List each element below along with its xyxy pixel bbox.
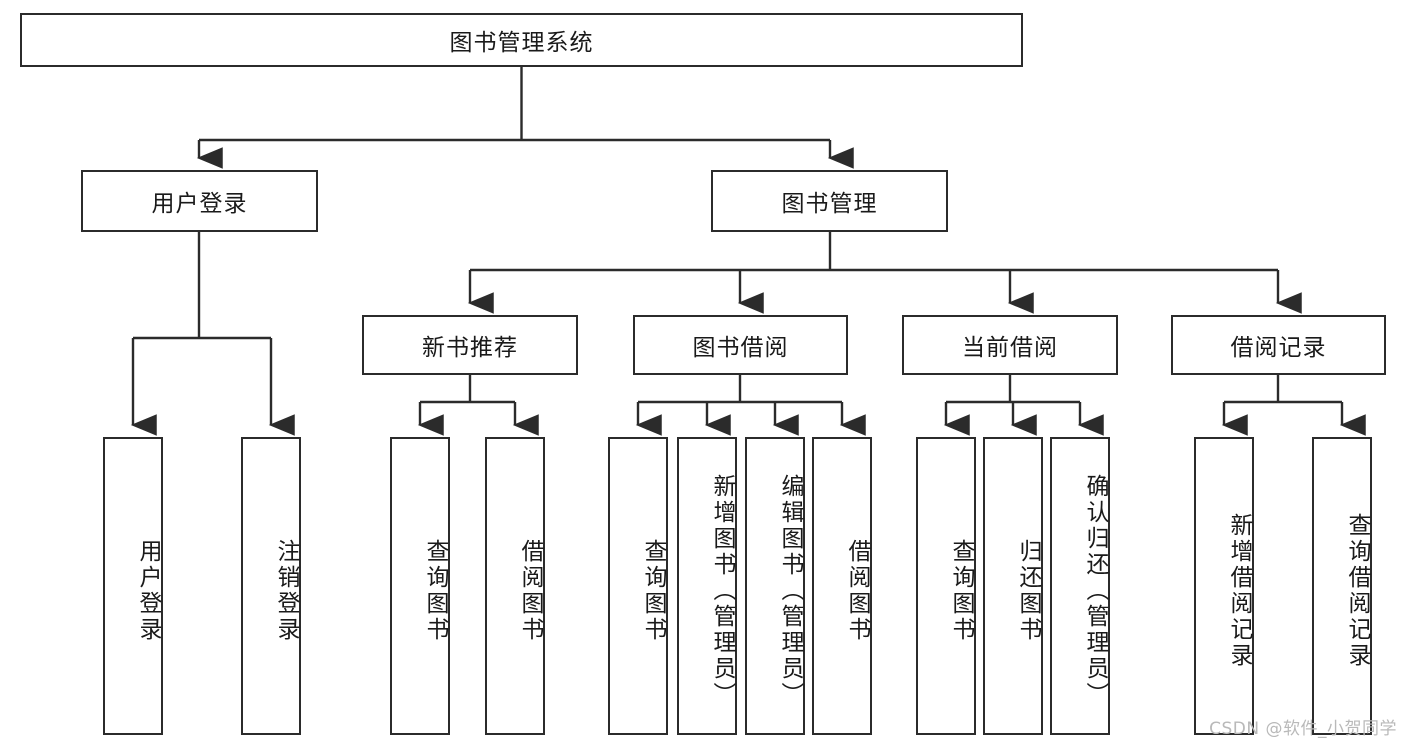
- leaf-user-login[interactable]: 用户登录: [103, 437, 163, 735]
- leaf-logout-label: 注销登录: [273, 539, 299, 643]
- leaf-add-borrow-record[interactable]: 新增借阅记录: [1194, 437, 1254, 735]
- node-user-login[interactable]: 用户登录: [81, 170, 318, 232]
- leaf-edit-book-admin-label: 编辑图书（管理员）: [777, 474, 803, 708]
- leaf-query-books-recommend-label: 查询图书: [422, 539, 448, 643]
- leaf-logout[interactable]: 注销登录: [241, 437, 301, 735]
- leaf-query-borrow-record-label: 查询借阅记录: [1344, 513, 1370, 669]
- leaf-borrow-books-recommend[interactable]: 借阅图书: [485, 437, 545, 735]
- node-user-login-label: 用户登录: [151, 191, 248, 217]
- leaf-borrow-books[interactable]: 借阅图书: [812, 437, 872, 735]
- leaf-query-borrow-record[interactable]: 查询借阅记录: [1312, 437, 1372, 735]
- leaf-query-books-borrow-label: 查询图书: [640, 539, 666, 643]
- node-book-management[interactable]: 图书管理: [711, 170, 948, 232]
- leaf-add-borrow-record-label: 新增借阅记录: [1226, 513, 1252, 669]
- leaf-return-books-label: 归还图书: [1015, 539, 1041, 643]
- leaf-query-books-borrow[interactable]: 查询图书: [608, 437, 668, 735]
- node-new-book-recommend-label: 新书推荐: [422, 335, 518, 361]
- node-borrow-records[interactable]: 借阅记录: [1171, 315, 1386, 375]
- node-root[interactable]: 图书管理系统: [20, 13, 1023, 67]
- leaf-borrow-books-label: 借阅图书: [844, 539, 870, 643]
- watermark: CSDN @软件_小贺同学: [1209, 719, 1397, 739]
- node-book-borrow-label: 图书借阅: [692, 335, 789, 361]
- leaf-add-book-admin-label: 新增图书（管理员）: [709, 474, 735, 708]
- node-current-borrow-label: 当前借阅: [962, 335, 1058, 361]
- leaf-confirm-return-admin-label: 确认归还（管理员）: [1082, 474, 1108, 708]
- leaf-query-books-current[interactable]: 查询图书: [916, 437, 976, 735]
- node-current-borrow[interactable]: 当前借阅: [902, 315, 1118, 375]
- node-new-book-recommend[interactable]: 新书推荐: [362, 315, 578, 375]
- leaf-edit-book-admin[interactable]: 编辑图书（管理员）: [745, 437, 805, 735]
- node-borrow-records-label: 借阅记录: [1230, 335, 1327, 361]
- leaf-add-book-admin[interactable]: 新增图书（管理员）: [677, 437, 737, 735]
- leaf-query-books-current-label: 查询图书: [948, 539, 974, 643]
- node-root-label: 图书管理系统: [449, 30, 594, 56]
- leaf-user-login-label: 用户登录: [135, 539, 161, 643]
- leaf-borrow-books-recommend-label: 借阅图书: [517, 539, 543, 643]
- node-book-borrow[interactable]: 图书借阅: [633, 315, 848, 375]
- node-book-management-label: 图书管理: [781, 191, 878, 217]
- leaf-query-books-recommend[interactable]: 查询图书: [390, 437, 450, 735]
- leaf-confirm-return-admin[interactable]: 确认归还（管理员）: [1050, 437, 1110, 735]
- leaf-return-books[interactable]: 归还图书: [983, 437, 1043, 735]
